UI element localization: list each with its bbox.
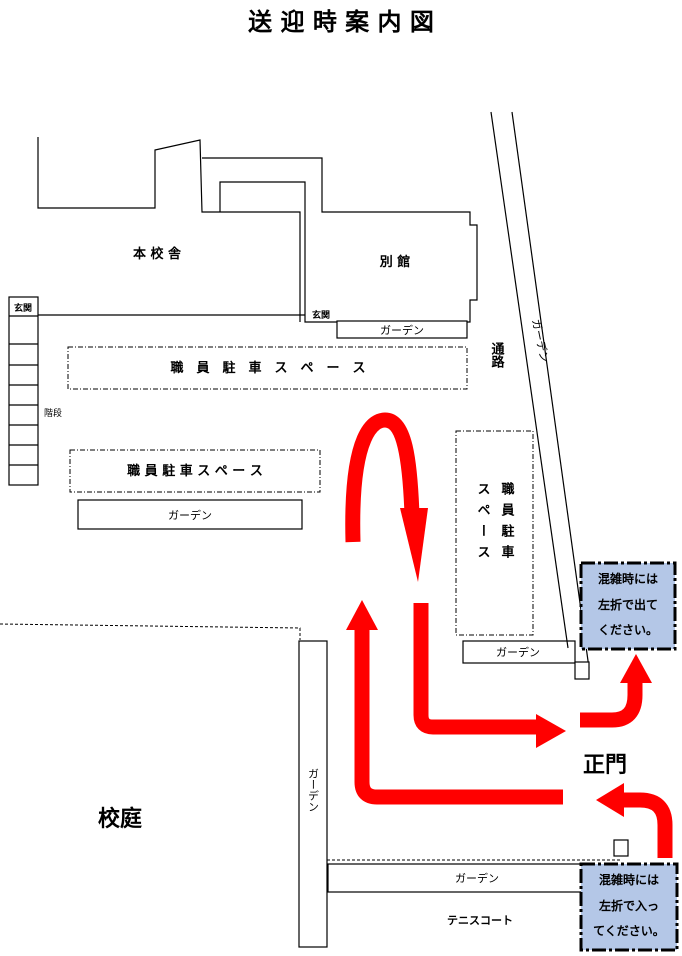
exit-note: 混雑時には 左折で出て ください。 bbox=[579, 561, 677, 651]
staff-parking-upper-label: 職 員 駐 車 ス ペ ー ス bbox=[170, 360, 365, 376]
courtyard-boundary bbox=[0, 623, 301, 640]
staff-parking-upper bbox=[67, 346, 468, 390]
stairs bbox=[8, 296, 39, 486]
svg-text:左折で出て: 左折で出て bbox=[597, 597, 658, 612]
entrance-main-label: 玄関 bbox=[14, 302, 32, 314]
passage-label: 通路 bbox=[489, 341, 505, 368]
svg-text:てください。: てください。 bbox=[593, 924, 665, 938]
garden-courtyard-side bbox=[298, 640, 328, 948]
main-building-outline bbox=[37, 137, 478, 323]
u-turn-arrow bbox=[345, 412, 428, 582]
svg-text:ください。: ください。 bbox=[598, 623, 658, 637]
entrance-annex-label: 玄関 bbox=[312, 309, 330, 321]
staff-parking-vertical bbox=[455, 430, 534, 636]
garden-annex bbox=[336, 320, 468, 339]
garden-tennis-label: ガーデン bbox=[455, 871, 499, 885]
courtyard-label: 校庭 bbox=[98, 806, 142, 832]
left-turn-exit-arrow bbox=[580, 654, 652, 728]
garden-annex-label: ガーデン bbox=[380, 323, 424, 337]
garden-lower-left bbox=[77, 499, 303, 530]
tennis-court-label: テニスコート bbox=[447, 914, 513, 927]
staff-parking-vertical-col2: スペース bbox=[475, 482, 491, 566]
annex-label: 別 館 bbox=[379, 254, 411, 270]
svg-text:混雑時には: 混雑時には bbox=[598, 571, 658, 586]
svg-text:混雑時には: 混雑時には bbox=[599, 872, 659, 887]
garden-tennis bbox=[327, 863, 585, 893]
main-building-label: 本 校 舎 bbox=[133, 246, 182, 262]
gate-post-upper bbox=[574, 661, 590, 680]
exit-right-arrow bbox=[413, 603, 566, 748]
staff-parking-vertical-col1: 職員駐車 bbox=[499, 481, 516, 566]
main-gate-label: 正門 bbox=[583, 753, 627, 778]
left-turn-enter-arrow bbox=[596, 783, 673, 858]
svg-text:左折で入っ: 左折で入っ bbox=[598, 898, 659, 913]
staff-parking-lower bbox=[69, 449, 321, 493]
garden-road-label: ガーデン bbox=[529, 318, 552, 364]
enter-note: 混雑時には 左折で入っ てください。 bbox=[579, 862, 679, 952]
gate-post-lower bbox=[613, 839, 629, 857]
staff-parking-lower-label: 職 員 駐 車 ス ペ ー ス bbox=[127, 463, 263, 479]
stair-steps bbox=[9, 315, 38, 466]
garden-parking-bottom bbox=[462, 640, 576, 664]
garden-courtyard-side-label: ガーデン bbox=[307, 768, 320, 812]
garden-lower-left-label: ガーデン bbox=[168, 508, 212, 522]
enter-up-arrow bbox=[346, 600, 563, 805]
stairs-label: 階段 bbox=[44, 407, 62, 419]
garden-parking-bottom-label: ガーデン bbox=[496, 645, 540, 659]
page-title: 送 迎 時 案 内 図 bbox=[248, 8, 434, 36]
road-edge-left bbox=[490, 111, 569, 649]
road-edge-right bbox=[511, 111, 590, 669]
